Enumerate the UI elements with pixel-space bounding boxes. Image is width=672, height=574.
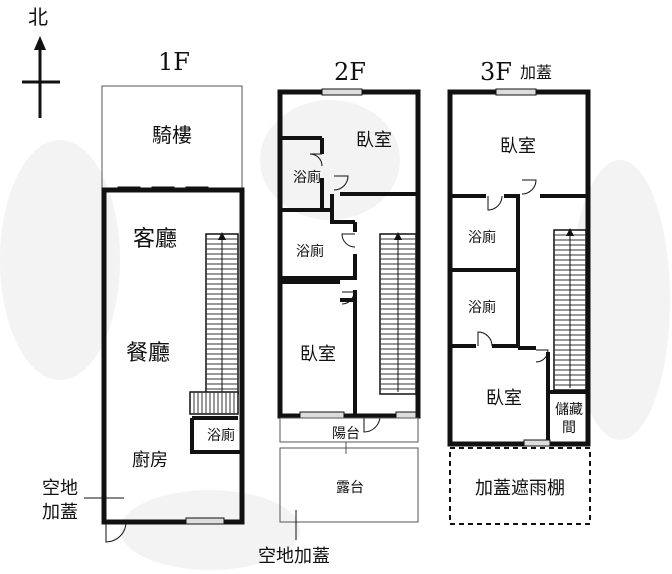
f1-back-door (105, 521, 127, 543)
f3-storage-label-line2: 間 (562, 420, 576, 436)
f3-door-swings (477, 179, 549, 363)
north-arrow-icon (22, 36, 60, 118)
f1-kitchen-label: 廚房 (132, 449, 168, 471)
f2-door-swings (309, 153, 356, 305)
f1-dining-label: 餐廳 (126, 341, 170, 366)
background-texture (0, 100, 670, 570)
f2-bath-1-label: 浴廁 (293, 169, 321, 186)
f2-bath-2-label: 浴廁 (296, 243, 324, 260)
f2-bedroom-rear-label: 臥室 (300, 344, 336, 365)
f1-side-note-line2: 加蓋 (42, 502, 78, 523)
f2-terrace-outline (279, 447, 419, 523)
f1-back-window (185, 517, 225, 525)
f2-staircase (379, 232, 417, 395)
f1-title: 1F (158, 48, 190, 76)
f2-title: 2F (334, 58, 366, 86)
f1-bath-walls (190, 416, 240, 454)
f3-bedroom-front-label: 臥室 (500, 136, 536, 157)
north-label: 北 (28, 5, 48, 29)
f2-front-window (321, 88, 363, 96)
f2-balcony-label: 陽台 (332, 426, 360, 442)
f2-rear-window-small (395, 411, 417, 419)
f3-rear-window (523, 439, 551, 447)
f3-front-window (495, 88, 537, 96)
f1-lower-stair (189, 391, 239, 415)
f1-living-label: 客廳 (133, 227, 177, 252)
f1-staircase (205, 232, 239, 395)
f3-interior-walls (450, 194, 588, 444)
f3-storage-label-line1: 儲藏 (555, 402, 583, 418)
f2-interior-walls (280, 136, 418, 416)
f2-terrace-label: 露台 (336, 480, 364, 496)
f2-balcony-door (363, 415, 381, 433)
f3-canopy-label: 加蓋遮雨棚 (475, 478, 565, 499)
f3-title: 3F (480, 58, 512, 86)
f3-bath-2-label: 浴廁 (468, 299, 496, 316)
f1-shell-wall (101, 187, 245, 525)
f1-arcade-label: 騎樓 (152, 123, 192, 147)
f3-title-note: 加蓋 (520, 63, 552, 82)
f2-rear-window (299, 411, 345, 419)
f3-bedroom-rear-label: 臥室 (486, 388, 522, 409)
f1-side-note-line1: 空地 (42, 478, 78, 499)
f1-bath-label: 浴廁 (207, 427, 235, 444)
f2-bedroom-front-label: 臥室 (356, 130, 392, 151)
f3-staircase (553, 228, 587, 391)
f2-bottom-note: 空地加蓋 (258, 546, 330, 567)
f3-bath-1-label: 浴廁 (468, 229, 496, 246)
